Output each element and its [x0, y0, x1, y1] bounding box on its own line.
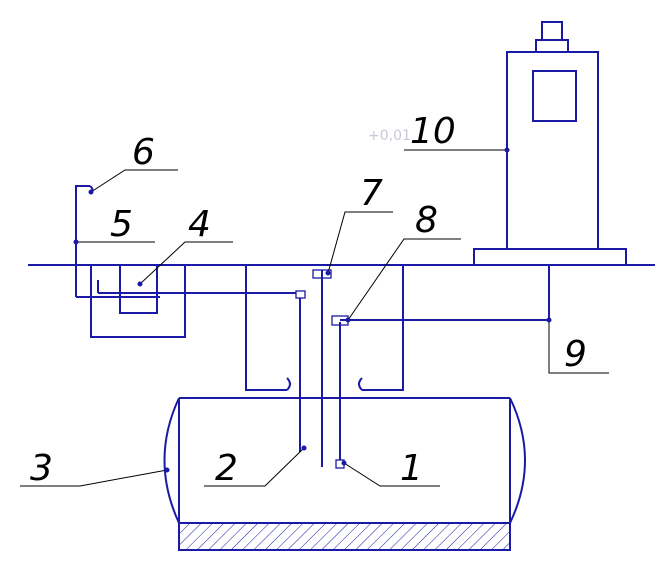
valve-7	[312, 269, 332, 279]
label-4: 4	[188, 204, 211, 245]
leader-4	[139, 241, 233, 285]
leader-6	[90, 169, 178, 193]
gauge-assembly	[75, 185, 296, 338]
dispenser-top-cap	[541, 21, 563, 41]
leader-2-dot	[301, 445, 307, 451]
tank-right-end-cap	[509, 397, 526, 524]
leader-8-dot	[345, 317, 351, 323]
dispenser-body	[506, 51, 599, 250]
watermark-text: +0,01	[368, 128, 411, 144]
label-6: 6	[132, 132, 155, 173]
label-9: 9	[564, 334, 587, 375]
dispenser-nozzle-holder	[535, 39, 569, 53]
label-10: 10	[410, 111, 456, 152]
dispenser-display	[532, 70, 577, 122]
dispenser-base	[473, 248, 627, 266]
tank-left-end-cap	[163, 397, 180, 524]
leader-7	[327, 211, 393, 274]
leader-7-dot	[325, 270, 331, 276]
label-8: 8	[415, 200, 438, 241]
leader-4-dot	[137, 281, 143, 287]
vent-pipe-6	[75, 185, 90, 297]
leader-10-dot	[504, 147, 510, 153]
leader-1	[343, 462, 440, 487]
leader-2	[204, 447, 305, 487]
label-2: 2	[215, 448, 238, 489]
label-1: 1	[400, 448, 423, 489]
supply-pipe	[340, 265, 550, 321]
leader-9-dot	[546, 317, 552, 323]
leader-8	[347, 238, 461, 321]
label-3: 3	[30, 448, 53, 489]
leader-6-dot	[88, 189, 94, 195]
leader-5-dot	[73, 239, 79, 245]
leader-1-dot	[341, 460, 347, 466]
leader-9	[548, 320, 609, 374]
manhole-left-hook	[286, 377, 291, 391]
manhole-left-wall	[245, 265, 287, 391]
pipe-2-top-fitting	[295, 290, 306, 299]
manhole-right-hook	[358, 377, 363, 391]
label-7: 7	[360, 173, 383, 214]
manhole-right-wall	[362, 265, 404, 391]
device-box-4	[119, 264, 158, 314]
tank-foundation	[178, 522, 511, 551]
leader-3-dot	[164, 467, 170, 473]
dispenser-unit	[473, 21, 627, 266]
well-pit	[90, 265, 186, 338]
label-5: 5	[110, 204, 133, 245]
storage-tank	[163, 397, 526, 551]
leader-3	[20, 469, 168, 487]
